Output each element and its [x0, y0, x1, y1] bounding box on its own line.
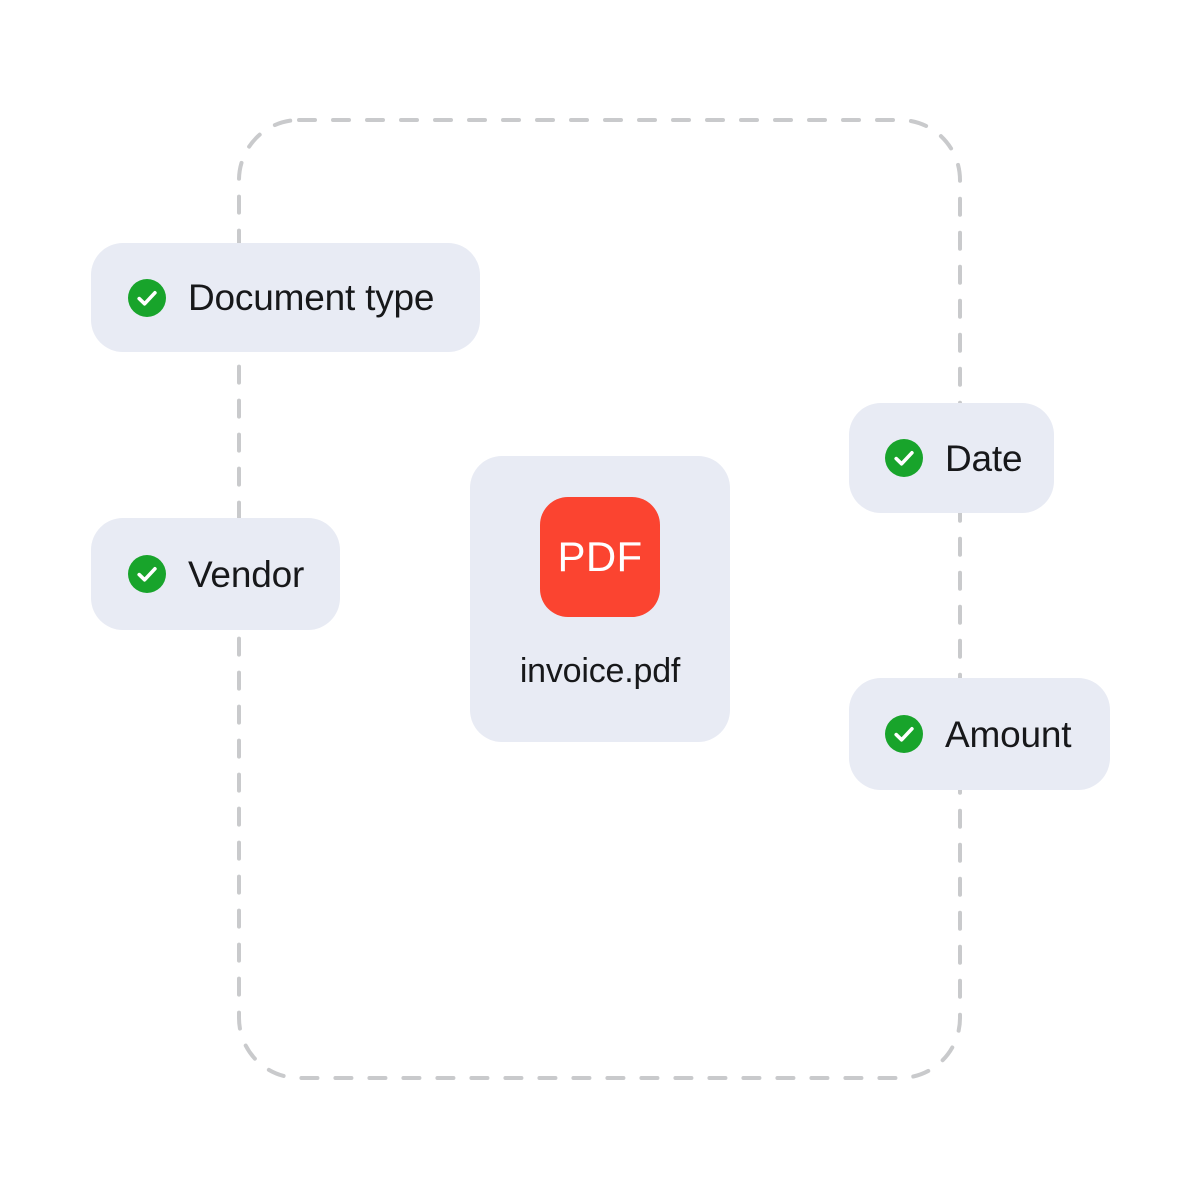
- check-circle-icon: [128, 278, 166, 317]
- pdf-file-icon: PDF: [540, 497, 660, 617]
- field-badge-amount[interactable]: Amount: [849, 678, 1110, 790]
- field-badge-vendor[interactable]: Vendor: [91, 518, 340, 630]
- field-badge-document-type[interactable]: Document type: [91, 243, 480, 352]
- field-badge-label: Document type: [188, 277, 435, 318]
- field-badge-label: Date: [945, 437, 1023, 479]
- field-badge-label: Amount: [945, 713, 1072, 755]
- field-badge-date[interactable]: Date: [849, 403, 1054, 513]
- field-badge-label: Vendor: [188, 553, 305, 595]
- pdf-icon-label: PDF: [557, 533, 643, 580]
- check-circle-icon: [885, 439, 923, 477]
- check-circle-icon: [885, 715, 923, 753]
- file-name-label: invoice.pdf: [519, 652, 681, 690]
- file-card[interactable]: PDF invoice.pdf: [470, 456, 730, 742]
- check-circle-icon: [128, 555, 166, 593]
